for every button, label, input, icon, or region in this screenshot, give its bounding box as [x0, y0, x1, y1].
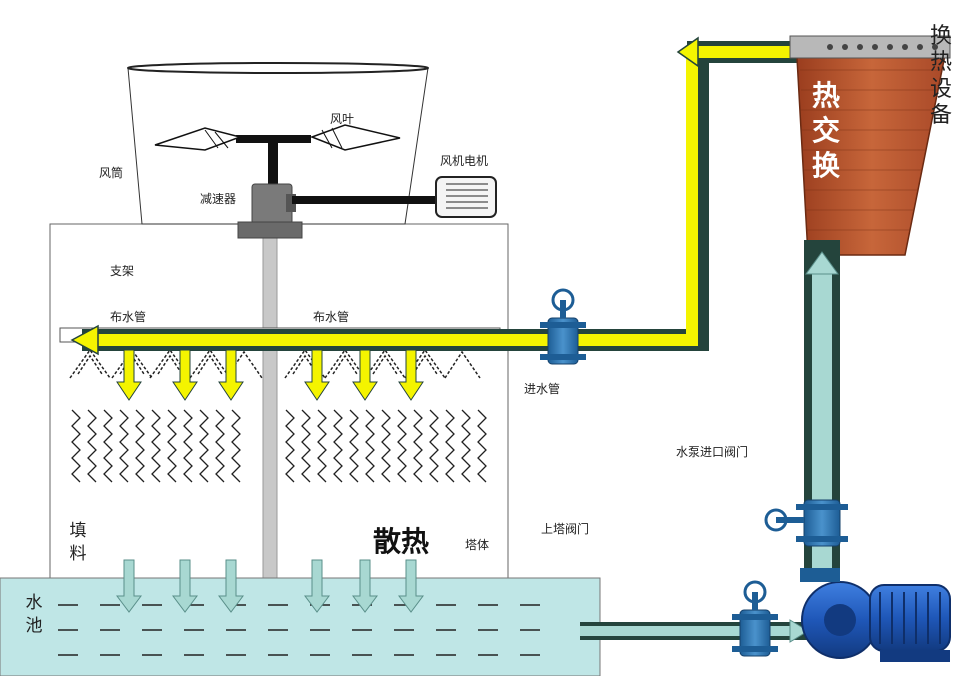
- water-pump: [800, 568, 951, 662]
- motor-shaft: [292, 196, 437, 204]
- tower-body: [49, 223, 509, 581]
- reducer: [237, 183, 303, 239]
- water-basin: [0, 577, 601, 677]
- distribution-pipe-right-label: 布水管: [313, 310, 350, 324]
- tower-valve-label: 上塔阀门: [541, 522, 590, 536]
- inlet-pipe-valve: [540, 288, 586, 365]
- tower-body-label: 塔体: [465, 538, 490, 552]
- hot-drop-arrows: [116, 349, 424, 401]
- distribution-pipe-left-label: 布水管: [110, 310, 147, 324]
- reducer-label: 减速器: [200, 192, 237, 206]
- support-label: 支架: [110, 264, 135, 278]
- heat-exchanger-equipment-label: 换热设备: [929, 24, 952, 129]
- fan: [154, 124, 401, 187]
- basin-outlet-pipe: [580, 619, 810, 643]
- tower-outlet-valve: [732, 580, 778, 657]
- fill-media: [71, 409, 487, 483]
- pump-inlet-valve-label: 水泵进口阀门: [676, 445, 749, 459]
- fan-motor-body: [435, 176, 497, 218]
- hot-water-pipe: [70, 36, 820, 356]
- heat-exchange-label: 热交换: [811, 79, 840, 182]
- heat-dissipation-label: 散热: [373, 525, 430, 558]
- central-shaft: [262, 237, 278, 579]
- inlet-pipe-label: 进水管: [524, 382, 561, 396]
- pump-inlet-valve: [764, 499, 848, 547]
- fan-blade-label: 风叶: [330, 112, 355, 126]
- air-duct-label: 风筒: [99, 166, 124, 180]
- fill-label: 填料: [69, 521, 87, 564]
- cold-drop-arrows: [116, 559, 424, 613]
- spray-nozzles: [69, 348, 481, 379]
- fan-motor-label: 风机电机: [440, 154, 489, 168]
- heat-exchanger: [789, 35, 951, 256]
- water-basin-label: 水池: [25, 593, 43, 636]
